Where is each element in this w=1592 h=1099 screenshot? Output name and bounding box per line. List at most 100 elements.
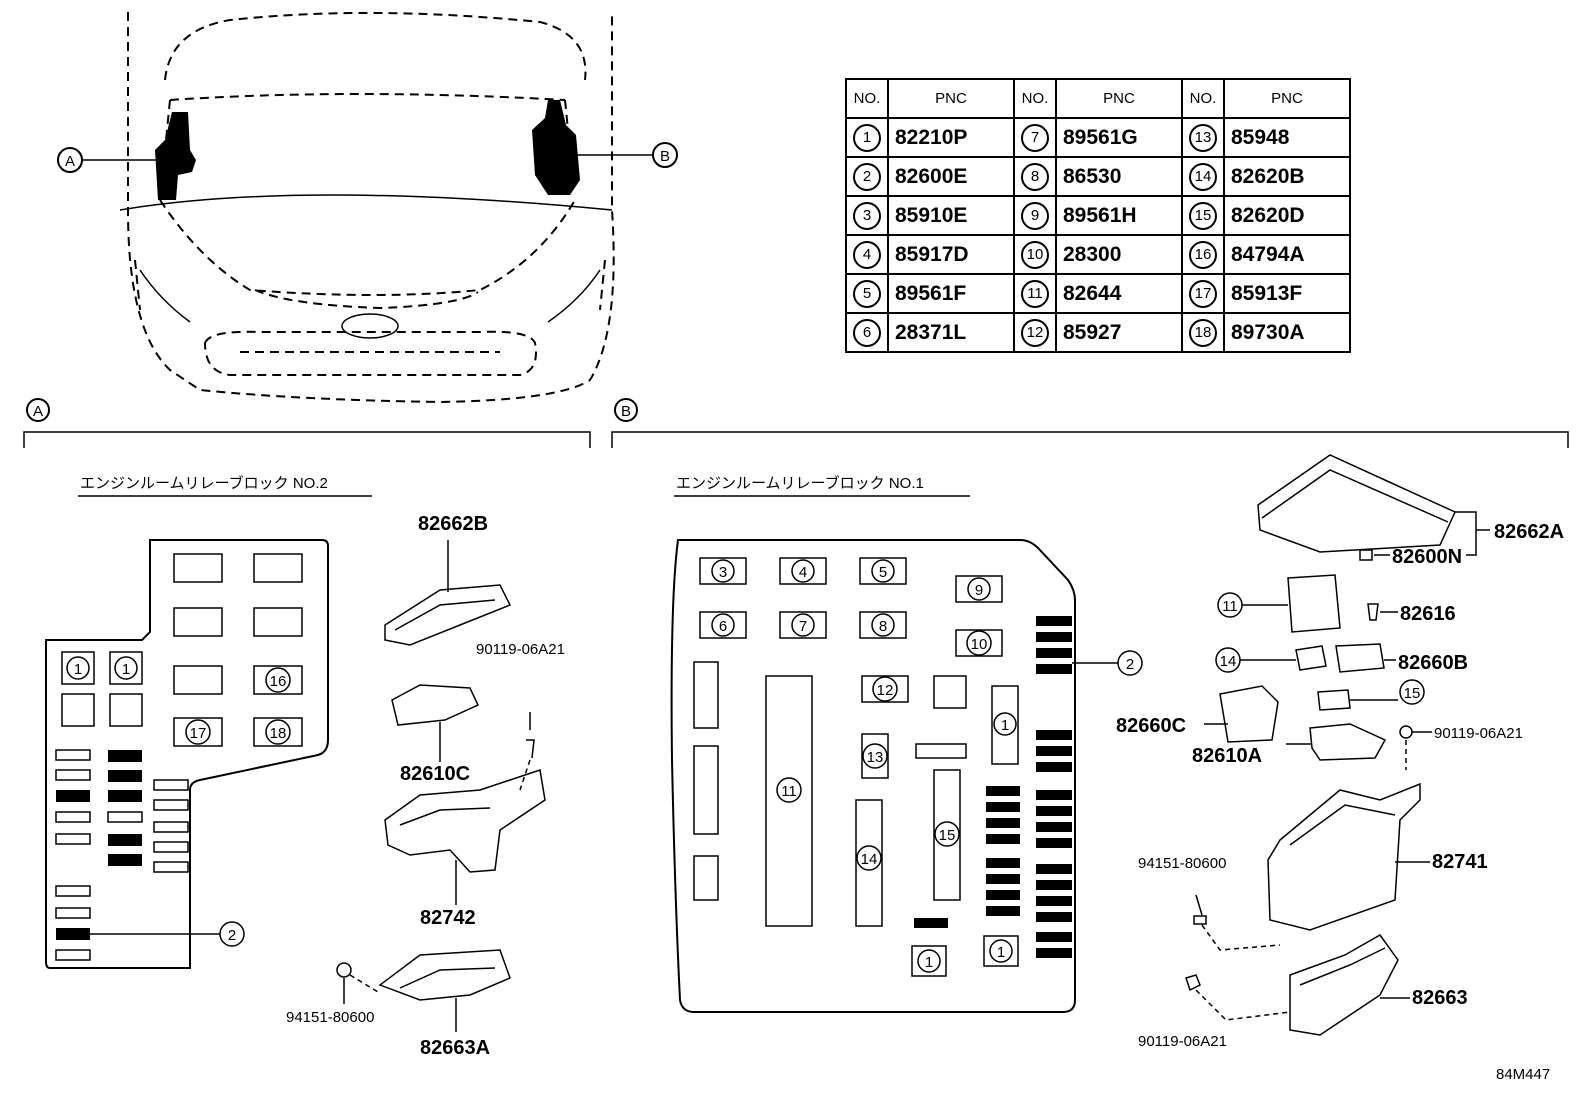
pnc-code: 84794A — [1223, 234, 1351, 275]
slot-16: 16 — [270, 673, 287, 690]
header-pnc-3: PNC — [1223, 78, 1351, 119]
slot-14: 14 — [861, 851, 878, 868]
part-bolt-a: 90119-06A21 — [476, 641, 565, 658]
item-number: 9 — [1021, 201, 1049, 230]
callout-15: 15 — [1404, 685, 1421, 702]
pnc-code: 82644 — [1055, 273, 1183, 314]
item-number: 15 — [1189, 201, 1217, 230]
slot-1-bottom-a: 1 — [925, 954, 933, 971]
slot-12: 12 — [877, 682, 894, 699]
section-b-parts — [1185, 454, 1490, 1036]
pnc-code: 85948 — [1223, 117, 1351, 158]
item-number: 16 — [1189, 240, 1217, 269]
vehicle-front-outline — [127, 11, 615, 404]
pnc-code: 82620D — [1223, 195, 1351, 236]
section-a-title: エンジンルームリレーブロック NO.2 — [80, 474, 328, 492]
slot-8: 8 — [879, 618, 887, 635]
item-number-cell: 18 — [1181, 312, 1225, 353]
item-number-cell: 15 — [1181, 195, 1225, 236]
part-82662b: 82662B — [418, 513, 488, 535]
section-b-marker-label: B — [621, 403, 631, 420]
relay-block-location-b — [532, 100, 580, 195]
header-no-2: NO. — [1013, 78, 1057, 119]
pnc-table-header: NO. PNC NO. PNC NO. PNC — [845, 78, 1351, 119]
part-82660c: 82660C — [1116, 715, 1186, 737]
part-82610a: 82610A — [1192, 745, 1262, 767]
part-nut-b: 94151-80600 — [1138, 855, 1226, 872]
slot-17: 17 — [190, 725, 207, 742]
slot-3: 3 — [719, 564, 727, 581]
item-number-cell: 14 — [1181, 156, 1225, 197]
block-no2-slot-numbers: 1 1 16 17 18 2 — [66, 656, 291, 947]
item-number-cell: 6 — [845, 312, 889, 353]
item-number: 2 — [853, 162, 881, 191]
item-number-cell: 2 — [845, 156, 889, 197]
item-number: 4 — [853, 240, 881, 269]
pnc-code: 82620B — [1223, 156, 1351, 197]
slot-1-left: 1 — [74, 661, 82, 678]
pnc-code: 28300 — [1055, 234, 1183, 275]
header-no-1: NO. — [845, 78, 889, 119]
item-number: 5 — [853, 279, 881, 308]
section-a-part-labels: 82662B 82610C 90119-06A21 82742 94151-80… — [286, 513, 565, 1059]
part-bolt-b-top: 90119-06A21 — [1434, 725, 1523, 742]
slot-10: 10 — [971, 636, 988, 653]
slot-6: 6 — [719, 618, 727, 635]
callout-11: 11 — [1222, 598, 1238, 615]
pnc-code: 89561H — [1055, 195, 1183, 236]
part-82662a: 82662A — [1494, 521, 1564, 543]
section-b-callout-circles — [1215, 592, 1425, 705]
item-number-cell: 10 — [1013, 234, 1057, 275]
slot-2-callout-b: 2 — [1126, 656, 1134, 673]
item-number: 12 — [1021, 318, 1049, 347]
slot-13: 13 — [867, 749, 884, 766]
slot-5: 5 — [879, 564, 887, 581]
slot-1-tall: 1 — [1001, 717, 1009, 734]
item-number: 7 — [1021, 123, 1049, 152]
section-a-marker-label: A — [33, 403, 43, 420]
slot-2-callout: 2 — [228, 927, 236, 944]
part-82610c: 82610C — [400, 763, 470, 785]
item-number-cell: 7 — [1013, 117, 1057, 158]
header-no-3: NO. — [1181, 78, 1225, 119]
item-number-cell: 3 — [845, 195, 889, 236]
slot-18: 18 — [270, 725, 287, 742]
relay-block-no1 — [670, 539, 1076, 1013]
item-number: 6 — [853, 318, 881, 347]
callout-b-label: B — [660, 148, 670, 165]
diagram-code: 84M447 — [1496, 1066, 1550, 1083]
item-number-cell: 11 — [1013, 273, 1057, 314]
part-82616: 82616 — [1400, 603, 1456, 625]
part-82742: 82742 — [420, 907, 476, 929]
item-number: 11 — [1021, 279, 1049, 308]
item-number: 13 — [1189, 123, 1217, 152]
block-no1-slot-numbers — [711, 559, 1143, 973]
section-b-header: B — [611, 398, 1569, 448]
section-b-callout-texts: 11 14 15 — [1220, 598, 1421, 702]
callout-a-label: A — [65, 153, 75, 170]
item-number-cell: 9 — [1013, 195, 1057, 236]
section-b-part-labels: 82662A 82600N 82616 82660B 82660C 82610A… — [1116, 521, 1564, 1050]
item-number-cell: 13 — [1181, 117, 1225, 158]
relay-block-location-a — [155, 112, 196, 200]
item-number-cell: 17 — [1181, 273, 1225, 314]
item-number: 14 — [1189, 162, 1217, 191]
callout-b-marker: B — [652, 142, 678, 168]
pnc-code: 89561F — [887, 273, 1015, 314]
item-number: 10 — [1021, 240, 1049, 269]
slot-4: 4 — [799, 564, 807, 581]
slot-7: 7 — [799, 618, 807, 635]
item-number: 3 — [853, 201, 881, 230]
callout-14: 14 — [1220, 653, 1237, 670]
part-bolt-b-bottom: 90119-06A21 — [1138, 1033, 1227, 1050]
block-no1-slot-texts: 3 4 5 9 6 7 8 10 12 11 13 14 15 1 1 1 2 — [719, 564, 1134, 971]
pnc-code: 85910E — [887, 195, 1015, 236]
callout-a-marker: A — [57, 147, 83, 173]
